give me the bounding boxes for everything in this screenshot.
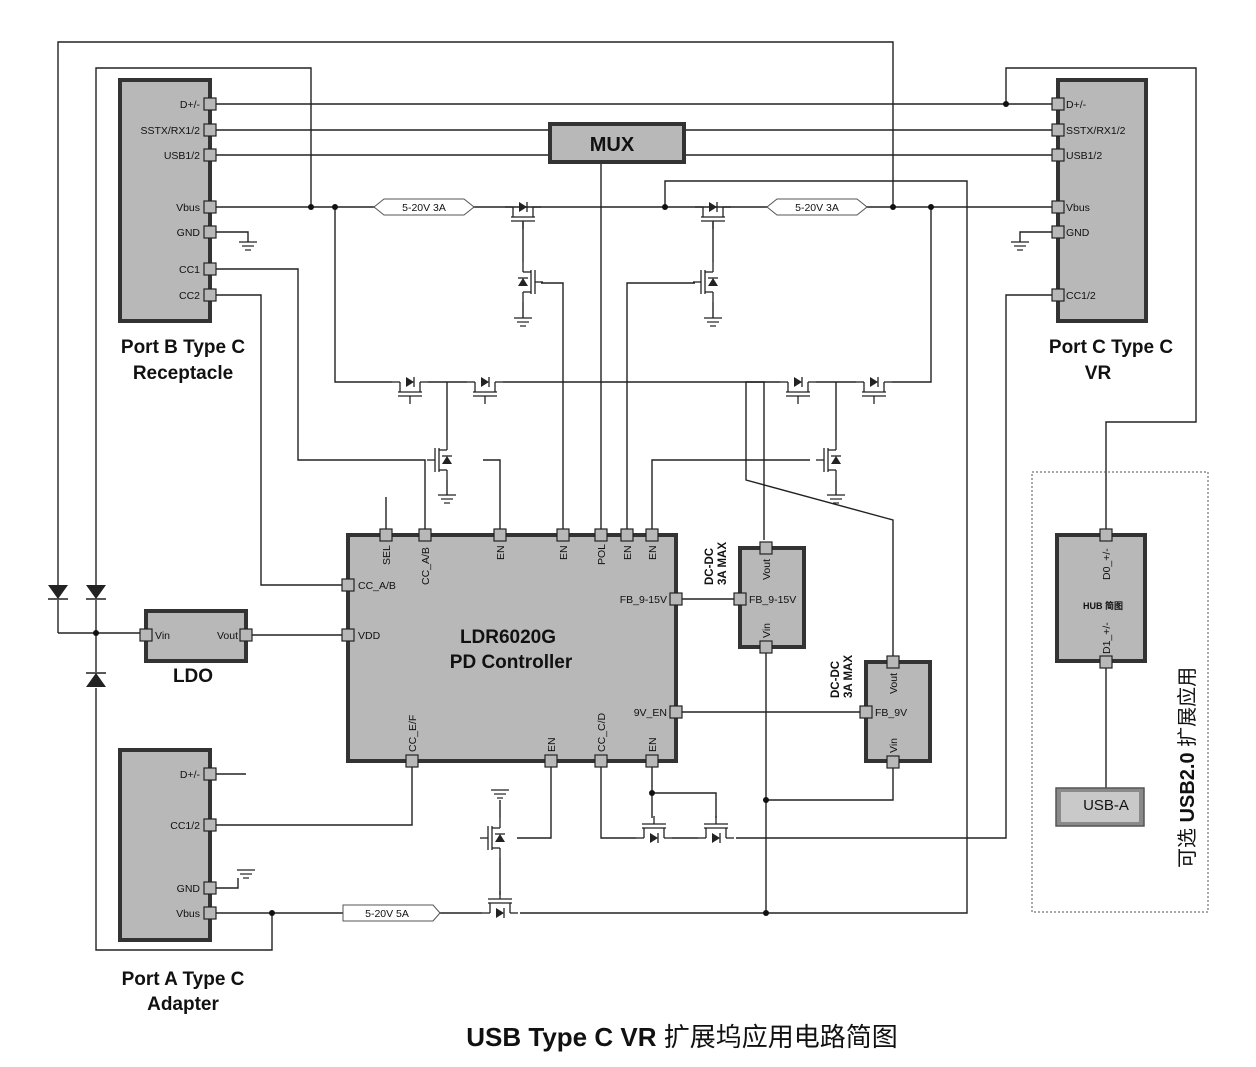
- port-c-title: Port C Type C: [1049, 337, 1173, 358]
- dcdc2-pin-vout: Vout: [888, 673, 900, 694]
- dcdc-converter-1: Vout FB_9-15V Vin DC-DC 3A MAX: [704, 541, 806, 654]
- ctrl-pin-en-2: EN: [558, 545, 570, 560]
- ctrl-pin-9v-en: 9V_EN: [634, 707, 667, 719]
- mosfet-c-gate: [692, 261, 719, 303]
- mosfet-cc-1: [635, 815, 673, 844]
- port-a-subtitle: Adapter: [147, 994, 219, 1015]
- voltage-label-a: 5-20V 5A: [365, 908, 409, 920]
- ctrl-pin-en-5: EN: [546, 737, 558, 752]
- ctrl-pin-en-3: EN: [622, 545, 634, 560]
- dcdc2-pin-fb: FB_9V: [875, 707, 907, 719]
- voltage-tag-a: 5-20V 5A: [342, 904, 441, 922]
- port-c-pin-vbus: Vbus: [1066, 202, 1090, 214]
- ctrl-pin-en-6: EN: [647, 737, 659, 752]
- ctrl-pin-sel: SEL: [381, 545, 393, 565]
- optional-usb2-region: D0_+/- D1_+/- HUB 简图 USB-A 可选 USB2.0 扩展应…: [1031, 471, 1209, 913]
- mosfet-right-2: [855, 376, 893, 405]
- ctrl-pin-pol: POL: [596, 544, 608, 565]
- voltage-label-c: 5-20V 3A: [795, 202, 839, 214]
- port-c-pin-gnd: GND: [1066, 227, 1090, 239]
- dcdc1-pin-vin: Vin: [761, 623, 773, 638]
- ctrl-pin-vdd: VDD: [358, 630, 381, 642]
- pd-controller: SEL CC_A/B EN EN POL EN EN CC_A/B VDD FB…: [341, 528, 683, 768]
- port-b-pin-sstx: SSTX/RX1/2: [140, 125, 200, 137]
- port-a-pin-cc: CC1/2: [170, 820, 200, 832]
- port-b-pin-usb: USB1/2: [164, 150, 200, 162]
- dcdc1-title: DC-DC: [704, 548, 716, 585]
- mosfet-left-1: [391, 376, 429, 405]
- port-b-pin-vbus: Vbus: [176, 202, 200, 214]
- ldo-block: Vin Vout LDO: [139, 609, 253, 687]
- voltage-tag-b: 5-20V 3A: [373, 198, 475, 216]
- port-c-connector: D+/- SSTX/RX1/2 USB1/2 Vbus GND CC1/2 Po…: [1049, 78, 1173, 384]
- ctrl-pin-fb: FB_9-15V: [620, 594, 667, 606]
- port-b-connector: D+/- SSTX/RX1/2 USB1/2 Vbus GND CC1 CC2 …: [118, 78, 245, 384]
- port-b-subtitle: Receptacle: [133, 363, 233, 384]
- port-a-pins: D+/- CC1/2 GND Vbus: [170, 767, 217, 920]
- port-b-pin-gnd: GND: [177, 227, 201, 239]
- port-c-pin-sstx: SSTX/RX1/2: [1066, 125, 1126, 137]
- ctrl-pin-en-4: EN: [647, 545, 659, 560]
- figure-caption: USB Type C VR 扩展坞应用电路简图: [466, 1022, 897, 1052]
- dcdc2-rating: 3A MAX: [843, 655, 855, 698]
- port-a-title: Port A Type C: [122, 969, 245, 990]
- mux-label: MUX: [590, 134, 635, 156]
- port-b-title: Port B Type C: [121, 337, 245, 358]
- mosfet-cc-2: [697, 815, 735, 844]
- ctrl-pin-cc-cd: CC_C/D: [596, 712, 608, 752]
- dcdc2-pin-vin: Vin: [888, 738, 900, 753]
- dcdc1-pin-fb: FB_9-15V: [749, 594, 796, 606]
- hub-pin-d0: D0_+/-: [1101, 548, 1113, 580]
- hub-label: HUB 简图: [1083, 600, 1123, 611]
- ctrl-pin-cc-ef: CC_E/F: [407, 715, 419, 752]
- junction-dots: [93, 101, 1009, 916]
- voltage-tag-c: 5-20V 3A: [766, 198, 868, 216]
- usb-a-label: USB-A: [1083, 797, 1129, 814]
- ctrl-pin-cc-ab-top: CC_A/B: [420, 547, 432, 585]
- mosfet-left-2: [466, 376, 504, 405]
- port-b-pin-dp: D+/-: [180, 99, 201, 111]
- controller-subtitle: PD Controller: [450, 652, 573, 673]
- usb-a-block: USB-A: [1055, 787, 1145, 827]
- mosfet-a-vbus: [481, 890, 519, 919]
- mux-block: MUX: [548, 122, 686, 164]
- dcdc2-title: DC-DC: [830, 661, 842, 698]
- port-c-pin-cc: CC1/2: [1066, 290, 1096, 302]
- voltage-label-b: 5-20V 3A: [402, 202, 446, 214]
- port-c-subtitle: VR: [1085, 363, 1112, 384]
- mosfet-a-gate: [479, 817, 506, 859]
- dcdc-converter-2: Vout FB_9V Vin DC-DC 3A MAX: [830, 655, 932, 769]
- mosfet-b-gate: [517, 261, 544, 303]
- mosfet-left-gate: [426, 439, 453, 481]
- ldo-label: LDO: [173, 666, 213, 687]
- mosfet-right-gate: [815, 439, 842, 481]
- ctrl-pin-en-1: EN: [495, 545, 507, 560]
- wires: [57, 41, 1197, 951]
- port-b-pin-cc2: CC2: [179, 290, 200, 302]
- ldo-pin-vout: Vout: [217, 630, 238, 642]
- dcdc1-pin-vout: Vout: [761, 559, 773, 580]
- port-a-pin-gnd: GND: [177, 883, 201, 895]
- port-a-pin-vbus: Vbus: [176, 908, 200, 920]
- port-c-pins: D+/- SSTX/RX1/2 USB1/2 Vbus GND CC1/2: [1051, 97, 1126, 302]
- mosfet-c-vbus: [694, 201, 732, 230]
- dcdc1-rating: 3A MAX: [717, 542, 729, 585]
- mosfet-right-1: [779, 376, 817, 405]
- port-c-pin-dp: D+/-: [1066, 99, 1087, 111]
- hub-pin-d1: D1_+/-: [1101, 622, 1113, 654]
- port-b-pins: D+/- SSTX/RX1/2 USB1/2 Vbus GND CC1 CC2: [140, 97, 217, 302]
- diodes: [47, 584, 107, 688]
- port-a-pin-dp: D+/-: [180, 769, 201, 781]
- mosfet-b-vbus: [504, 201, 542, 230]
- ctrl-pin-cc-ab: CC_A/B: [358, 580, 396, 592]
- port-b-pin-cc1: CC1: [179, 264, 200, 276]
- optional-label: 可选 USB2.0 扩展应用: [1176, 667, 1199, 868]
- controller-name: LDR6020G: [460, 627, 556, 648]
- hub-block: D0_+/- D1_+/- HUB 简图: [1055, 528, 1147, 669]
- port-a-connector: D+/- CC1/2 GND Vbus Port A Type C Adapte…: [118, 748, 245, 1015]
- ldo-pin-vin: Vin: [155, 630, 170, 642]
- port-c-pin-usb: USB1/2: [1066, 150, 1102, 162]
